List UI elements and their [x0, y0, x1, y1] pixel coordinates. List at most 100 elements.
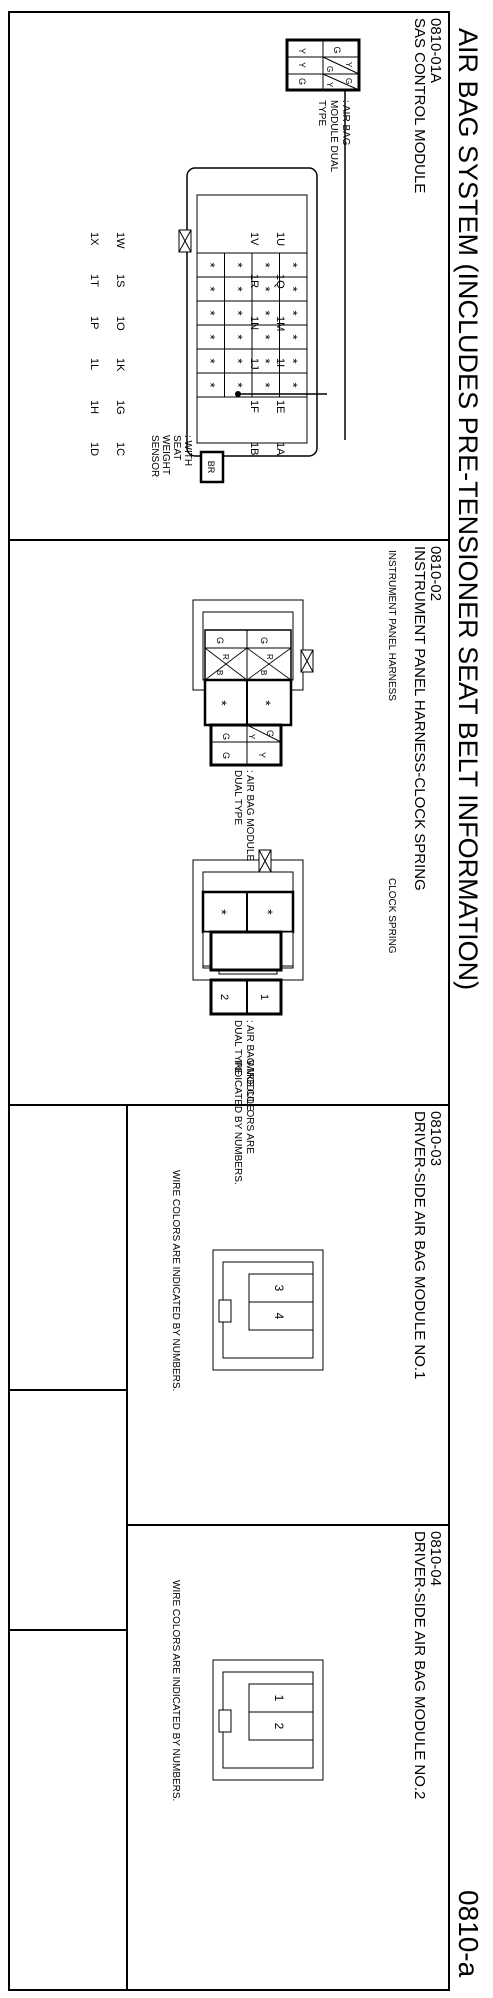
- label-clock-spring: CLOCK SPRING: [386, 878, 397, 954]
- svg-text:R: R: [265, 654, 274, 660]
- sas-pin-label: 1M: [274, 316, 286, 331]
- note-cs-line-2: DUAL TYPE: [232, 1020, 243, 1075]
- sas-cell-mark: *: [285, 358, 300, 363]
- sas-pin-label: 1X: [88, 232, 100, 246]
- note-seat-line-3: WEIGHT: [160, 435, 171, 475]
- svg-text:4: 4: [272, 1313, 286, 1320]
- sas-pin-label: 1E: [274, 400, 286, 413]
- sas-cell-mark: *: [258, 358, 273, 363]
- sas-pin-label: 1S: [114, 274, 126, 287]
- sas-pin-label: 1L: [88, 358, 100, 370]
- ip-harness-connector: G G R R B B * *: [192, 599, 314, 727]
- svg-text:G: G: [332, 46, 342, 53]
- svg-text:G: G: [221, 733, 231, 740]
- svg-text:*: *: [214, 909, 230, 915]
- section-driver-airbag-no1: 0810-03 DRIVER-SIDE AIR BAG MODULE NO.1 …: [170, 1111, 444, 1391]
- svg-text:*: *: [258, 700, 274, 706]
- section-code: 0810-01A: [427, 18, 444, 83]
- svg-text:Y: Y: [297, 62, 307, 68]
- rotated-sheet: AIR BAG SYSTEM (INCLUDES PRE-TENSIONER S…: [8, 11, 484, 1991]
- note-s3: WIRE COLORS ARE INDICATED BY NUMBERS.: [170, 1170, 181, 1391]
- svg-text:*: *: [260, 909, 276, 915]
- svg-text:Y: Y: [247, 734, 256, 740]
- driver-no2-connector: 1 2: [212, 1659, 324, 1781]
- sas-cell-mark: *: [285, 334, 300, 339]
- svg-text:G: G: [215, 637, 225, 644]
- sas-cell-mark: *: [203, 334, 218, 339]
- sas-pin-label: 1V: [248, 232, 260, 246]
- section-title: INSTRUMENT PANEL HARNESS-CLOCK SPRING: [411, 546, 428, 891]
- outer-frame: [8, 11, 450, 1991]
- sas-cell-mark: *: [285, 262, 300, 267]
- section-driver-airbag-no2: 0810-04 DRIVER-SIDE AIR BAG MODULE NO.2 …: [170, 1531, 444, 1801]
- svg-text:2: 2: [218, 994, 230, 1000]
- section-title: DRIVER-SIDE AIR BAG MODULE NO.1: [411, 1111, 428, 1379]
- sas-pin-label: 1O: [114, 316, 126, 331]
- sas-cell-mark: *: [258, 286, 273, 291]
- sas-pin-label: 1F: [248, 400, 260, 413]
- sas-pin-label: 1K: [114, 358, 126, 372]
- sas-cell-mark: *: [203, 262, 218, 267]
- sas-pin-label: 1T: [88, 274, 100, 287]
- wire-dot: [235, 391, 241, 397]
- section-code: 0810-03: [427, 1111, 444, 1166]
- sas-pin-label: 1P: [88, 316, 100, 329]
- note-wire-line-2: INDICATED BY NUMBERS.: [232, 1060, 243, 1185]
- page-code: 0810-a: [453, 1890, 484, 1978]
- sas-cell-mark: *: [258, 382, 273, 387]
- airbag-dual-connector: G Y G G Y Y Y G: [285, 38, 361, 92]
- svg-text:G: G: [221, 752, 231, 759]
- svg-text:B: B: [215, 670, 224, 675]
- svg-text:Y: Y: [257, 752, 267, 758]
- br-box: [199, 450, 225, 484]
- br-label: BR: [206, 461, 216, 474]
- section-title: SAS CONTROL MODULE: [411, 18, 428, 193]
- clock-spring-numbered-connector: [209, 930, 283, 972]
- sas-cell-mark: *: [203, 310, 218, 315]
- sas-pin-label: 1B: [248, 442, 260, 455]
- sas-cell-mark: *: [230, 334, 245, 339]
- svg-text:Y: Y: [297, 48, 307, 54]
- svg-text:Y: Y: [344, 62, 353, 68]
- sas-pin-label: 1J: [248, 358, 260, 370]
- sas-pin-label: 1N: [248, 316, 260, 330]
- page-title: AIR BAG SYSTEM (INCLUDES PRE-TENSIONER S…: [453, 28, 483, 990]
- section-title: DRIVER-SIDE AIR BAG MODULE NO.2: [411, 1531, 428, 1799]
- svg-text:R: R: [221, 654, 230, 660]
- sas-cell-mark: *: [230, 382, 245, 387]
- svg-text:Y: Y: [325, 82, 334, 88]
- sas-cell-mark: *: [230, 286, 245, 291]
- svg-text:*: *: [214, 700, 230, 706]
- section-ip-harness-clock-spring: 0810-02 INSTRUMENT PANEL HARNESS-CLOCK S…: [192, 546, 444, 1185]
- svg-text:3: 3: [272, 1285, 286, 1292]
- svg-text:G: G: [259, 637, 269, 644]
- label-ip-harness: INSTRUMENT PANEL HARNESS: [386, 550, 397, 701]
- section-code: 0810-04: [427, 1531, 444, 1586]
- svg-text:2: 2: [272, 1723, 286, 1730]
- note-ip-line-2: DUAL TYPE: [232, 770, 243, 825]
- sas-cell-mark: *: [258, 262, 273, 267]
- driver-no1-connector: 3 4: [212, 1249, 324, 1371]
- note-cs-line-1: : AIR BAG MODULE: [244, 1020, 255, 1111]
- sas-cell-mark: *: [285, 310, 300, 315]
- sas-pin-label: 1C: [114, 442, 126, 456]
- sas-cell-mark: *: [230, 310, 245, 315]
- svg-text:G: G: [297, 78, 307, 85]
- note-seat-line-2: SEAT: [171, 435, 182, 460]
- sas-pin-label: 1Q: [274, 274, 286, 289]
- sas-cell-mark: *: [203, 358, 218, 363]
- svg-text:B: B: [259, 670, 268, 675]
- sas-pin-label: 1D: [88, 442, 100, 456]
- sas-cell-mark: *: [258, 334, 273, 339]
- note-wire-line-1: WIRE COLORS ARE: [244, 1060, 255, 1154]
- sas-cell-mark: *: [230, 262, 245, 267]
- note-airbag-line-3: TYPE: [316, 100, 327, 126]
- svg-text:1: 1: [258, 994, 270, 1000]
- sas-cell: [196, 372, 225, 398]
- sas-cell-mark: *: [230, 358, 245, 363]
- note-seat-line-4: SENSOR: [149, 435, 160, 477]
- sas-main-connector: ************************: [178, 167, 318, 457]
- section-code: 0810-02: [427, 546, 444, 601]
